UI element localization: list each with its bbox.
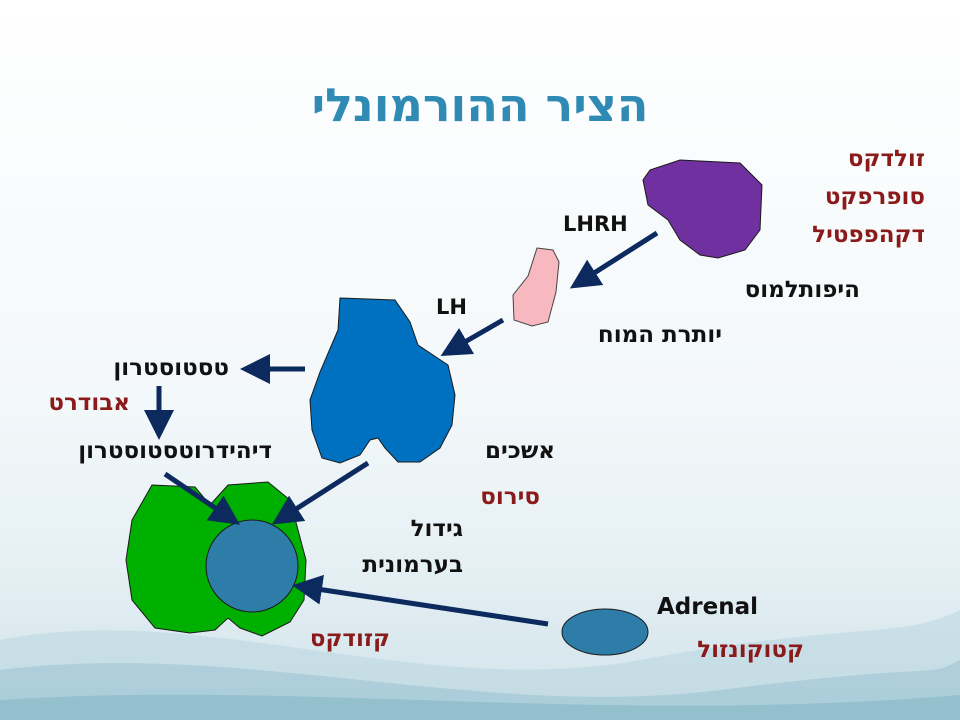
testes-label: אשכים [485,438,555,464]
arrow-pituitary-to-testes [440,317,505,356]
testosterone-label: טסטוסטרון [113,355,229,381]
testes-shape [309,297,456,464]
prostate-tumor-label: גידול בערמונית [362,511,463,583]
arrow-testes-to-tumor [271,460,370,525]
pituitary-shape [512,247,560,327]
dht-label: דיהידרוטסטוסטרון [78,438,272,464]
hypothalamus-drugs-list: זולדקס סופרפקט דקהפפטיל [812,140,925,254]
prostate-drug-label: קזודקס [309,626,390,652]
lhrh-label: LHRH [563,212,628,236]
drug-decapeptyl: דקהפפטיל [812,222,925,248]
arrow-hypothalamus-to-pituitary [569,230,659,289]
adrenal-shape [561,608,649,656]
drug-zoladex: זולדקס [847,146,925,172]
pituitary-label: יותרת המוח [597,322,722,348]
tumor-shape [205,519,299,613]
hypothalamus-shape [642,159,763,259]
prostate-tumor-label-line1: גידול [410,516,463,542]
testes-drug-label: סירוס [480,484,540,510]
slide-title: הציר ההורמונלי [311,78,649,132]
testosterone-drug-label: אבודרט [48,390,130,416]
arrow-dht-to-tumor [163,471,240,525]
hypothalamus-label: היפותלמוס [744,277,860,303]
prostate-tumor-label-line2: בערמונית [362,552,463,578]
adrenal-drug-label: קטוקונזול [697,637,804,663]
drug-suprefact: סופרפקט [824,184,925,210]
adrenal-label: Adrenal [657,594,758,620]
arrow-adrenal-to-tumor [292,574,549,627]
lh-label: LH [436,295,467,319]
